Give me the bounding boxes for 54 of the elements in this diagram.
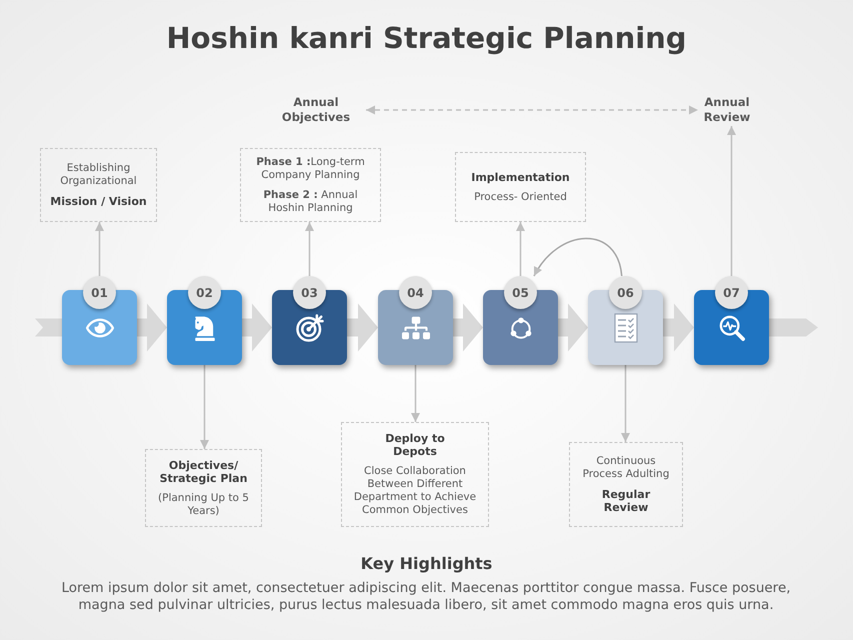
step-tile: [272, 276, 347, 365]
callout-box: [40, 148, 157, 222]
step-number: 02: [188, 276, 221, 309]
callout-heading: Mission / Vision: [50, 195, 147, 208]
body-paragraph: Lorem ipsum dolor sit amet, consectetuer adipiscing elit. Maecenas porttitor congue massa. Fusce posuere, magna sed pulvinar ultricies, purus lectus malesuada libero, sit amet commodo magna eros quis urna.: [60, 580, 792, 614]
step-tile: [588, 276, 663, 365]
callout-text: Close Collaboration Between Different Department to Achieve Common Objectives: [352, 465, 478, 517]
callout-box: [145, 449, 262, 527]
chevron-band-arrow: [558, 304, 588, 352]
chevron-band-arrow: [347, 304, 378, 352]
arrow: [516, 222, 525, 276]
arrow: [305, 222, 314, 276]
arrow: [411, 365, 420, 422]
chevron-band-arrow: [35, 318, 62, 336]
step-number: 07: [715, 276, 748, 309]
chevron-band-arrow: [242, 304, 272, 352]
step-tile: [694, 276, 769, 365]
step-number: 01: [83, 276, 116, 309]
step-number: 06: [609, 276, 642, 309]
section-heading: Key Highlights: [360, 553, 494, 575]
arrow: [727, 126, 736, 276]
callout-text: Phase 1 :Long-term Company Planning: [255, 156, 366, 182]
arrow: [621, 365, 630, 442]
callout-heading: Regular Review: [600, 488, 652, 514]
callout-heading: Deploy to Depots: [384, 432, 446, 458]
step-tile: [167, 276, 242, 365]
step-number: 03: [293, 276, 326, 309]
chevron-band-arrow: [453, 304, 483, 352]
callout-text: Continuous Process Adulting: [582, 455, 670, 481]
chevron-band-arrow: [137, 304, 167, 352]
title: Hoshin kanri Strategic Planning: [165, 20, 688, 56]
chevron-band-arrow: [663, 304, 694, 352]
callout-text: Phase 2 : Annual Hoshin Planning: [262, 188, 359, 214]
callout-heading: Implementation: [471, 170, 570, 184]
step-number: 04: [399, 276, 432, 309]
callout-box: [240, 148, 381, 222]
curved-arrow: [533, 238, 622, 276]
chevron-band-arrow: [769, 318, 818, 336]
dashed-arrow: [366, 106, 698, 114]
callout-text: Establishing Organizational: [59, 162, 138, 188]
callout-box: [341, 422, 489, 527]
callout-text: Process- Oriented: [474, 190, 567, 204]
step-number: 05: [504, 276, 537, 309]
milestone-label: Annual Review: [698, 94, 756, 126]
callout-box: [455, 152, 586, 222]
arrow: [95, 222, 104, 276]
milestone-label: Annual Objectives: [266, 94, 366, 126]
arrow: [200, 365, 209, 449]
callout-heading: Objectives/ Strategic Plan: [158, 458, 248, 484]
step-tile: [378, 276, 453, 365]
callout-text: (Planning Up to 5 Years): [157, 492, 250, 518]
step-tile: [483, 276, 558, 365]
callout-box: [569, 442, 683, 527]
step-tile: [62, 276, 137, 365]
